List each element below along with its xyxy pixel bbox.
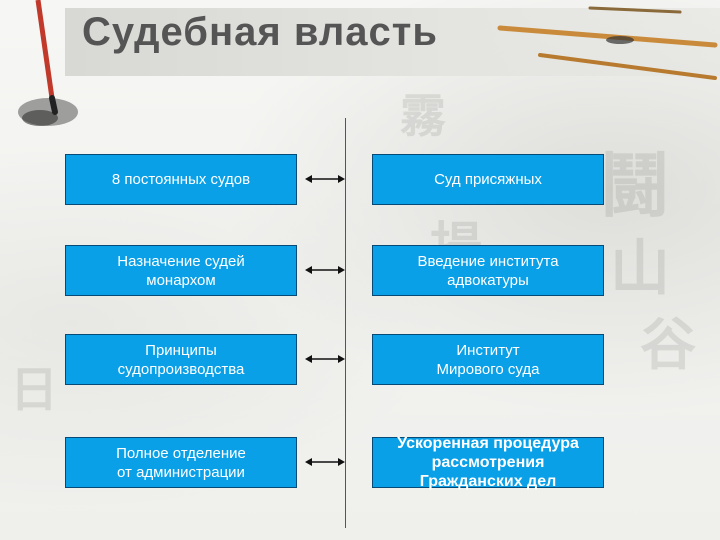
- right-box-label: Суд присяжных: [434, 171, 542, 188]
- background-glyph: 山: [610, 234, 670, 304]
- double-arrow-icon: [305, 355, 345, 363]
- right-box-2: Введение института адвокатуры: [372, 245, 604, 296]
- left-box-4: Полное отделение от администрации: [65, 437, 297, 488]
- background-glyph: 霧: [400, 89, 446, 143]
- left-box-1: 8 постоянных судов: [65, 154, 297, 205]
- left-box-2: Назначение судей монархом: [65, 245, 297, 296]
- right-box-label: Ускоренная процедура рассмотрения Гражда…: [397, 435, 579, 490]
- left-box-label: Назначение судей монархом: [117, 252, 245, 289]
- right-box-4: Ускоренная процедура рассмотрения Гражда…: [372, 435, 604, 490]
- double-arrow-icon: [305, 266, 345, 274]
- center-divider-line: [345, 118, 346, 528]
- right-box-label: Введение института адвокатуры: [417, 252, 559, 289]
- background-glyph: 鬪: [600, 144, 670, 227]
- brush-icon: [18, 0, 78, 126]
- left-box-label: Полное отделение от администрации: [116, 444, 246, 481]
- double-arrow-icon: [305, 175, 345, 183]
- right-box-1: Суд присяжных: [372, 154, 604, 205]
- right-box-3: Институт Мирового суда: [372, 334, 604, 385]
- background-glyph: 谷: [640, 312, 696, 378]
- slide-title: Судебная власть: [82, 10, 438, 54]
- brush-strokes-decoration: [497, 6, 718, 80]
- double-arrow-icon: [305, 458, 345, 466]
- right-box-label: Институт Мирового суда: [436, 341, 540, 378]
- left-box-label: 8 постоянных судов: [111, 171, 251, 188]
- background-glyph: 日: [10, 362, 59, 418]
- left-box-3: Принципы судопроизводства: [65, 334, 297, 385]
- left-box-label: Принципы судопроизводства: [117, 341, 245, 378]
